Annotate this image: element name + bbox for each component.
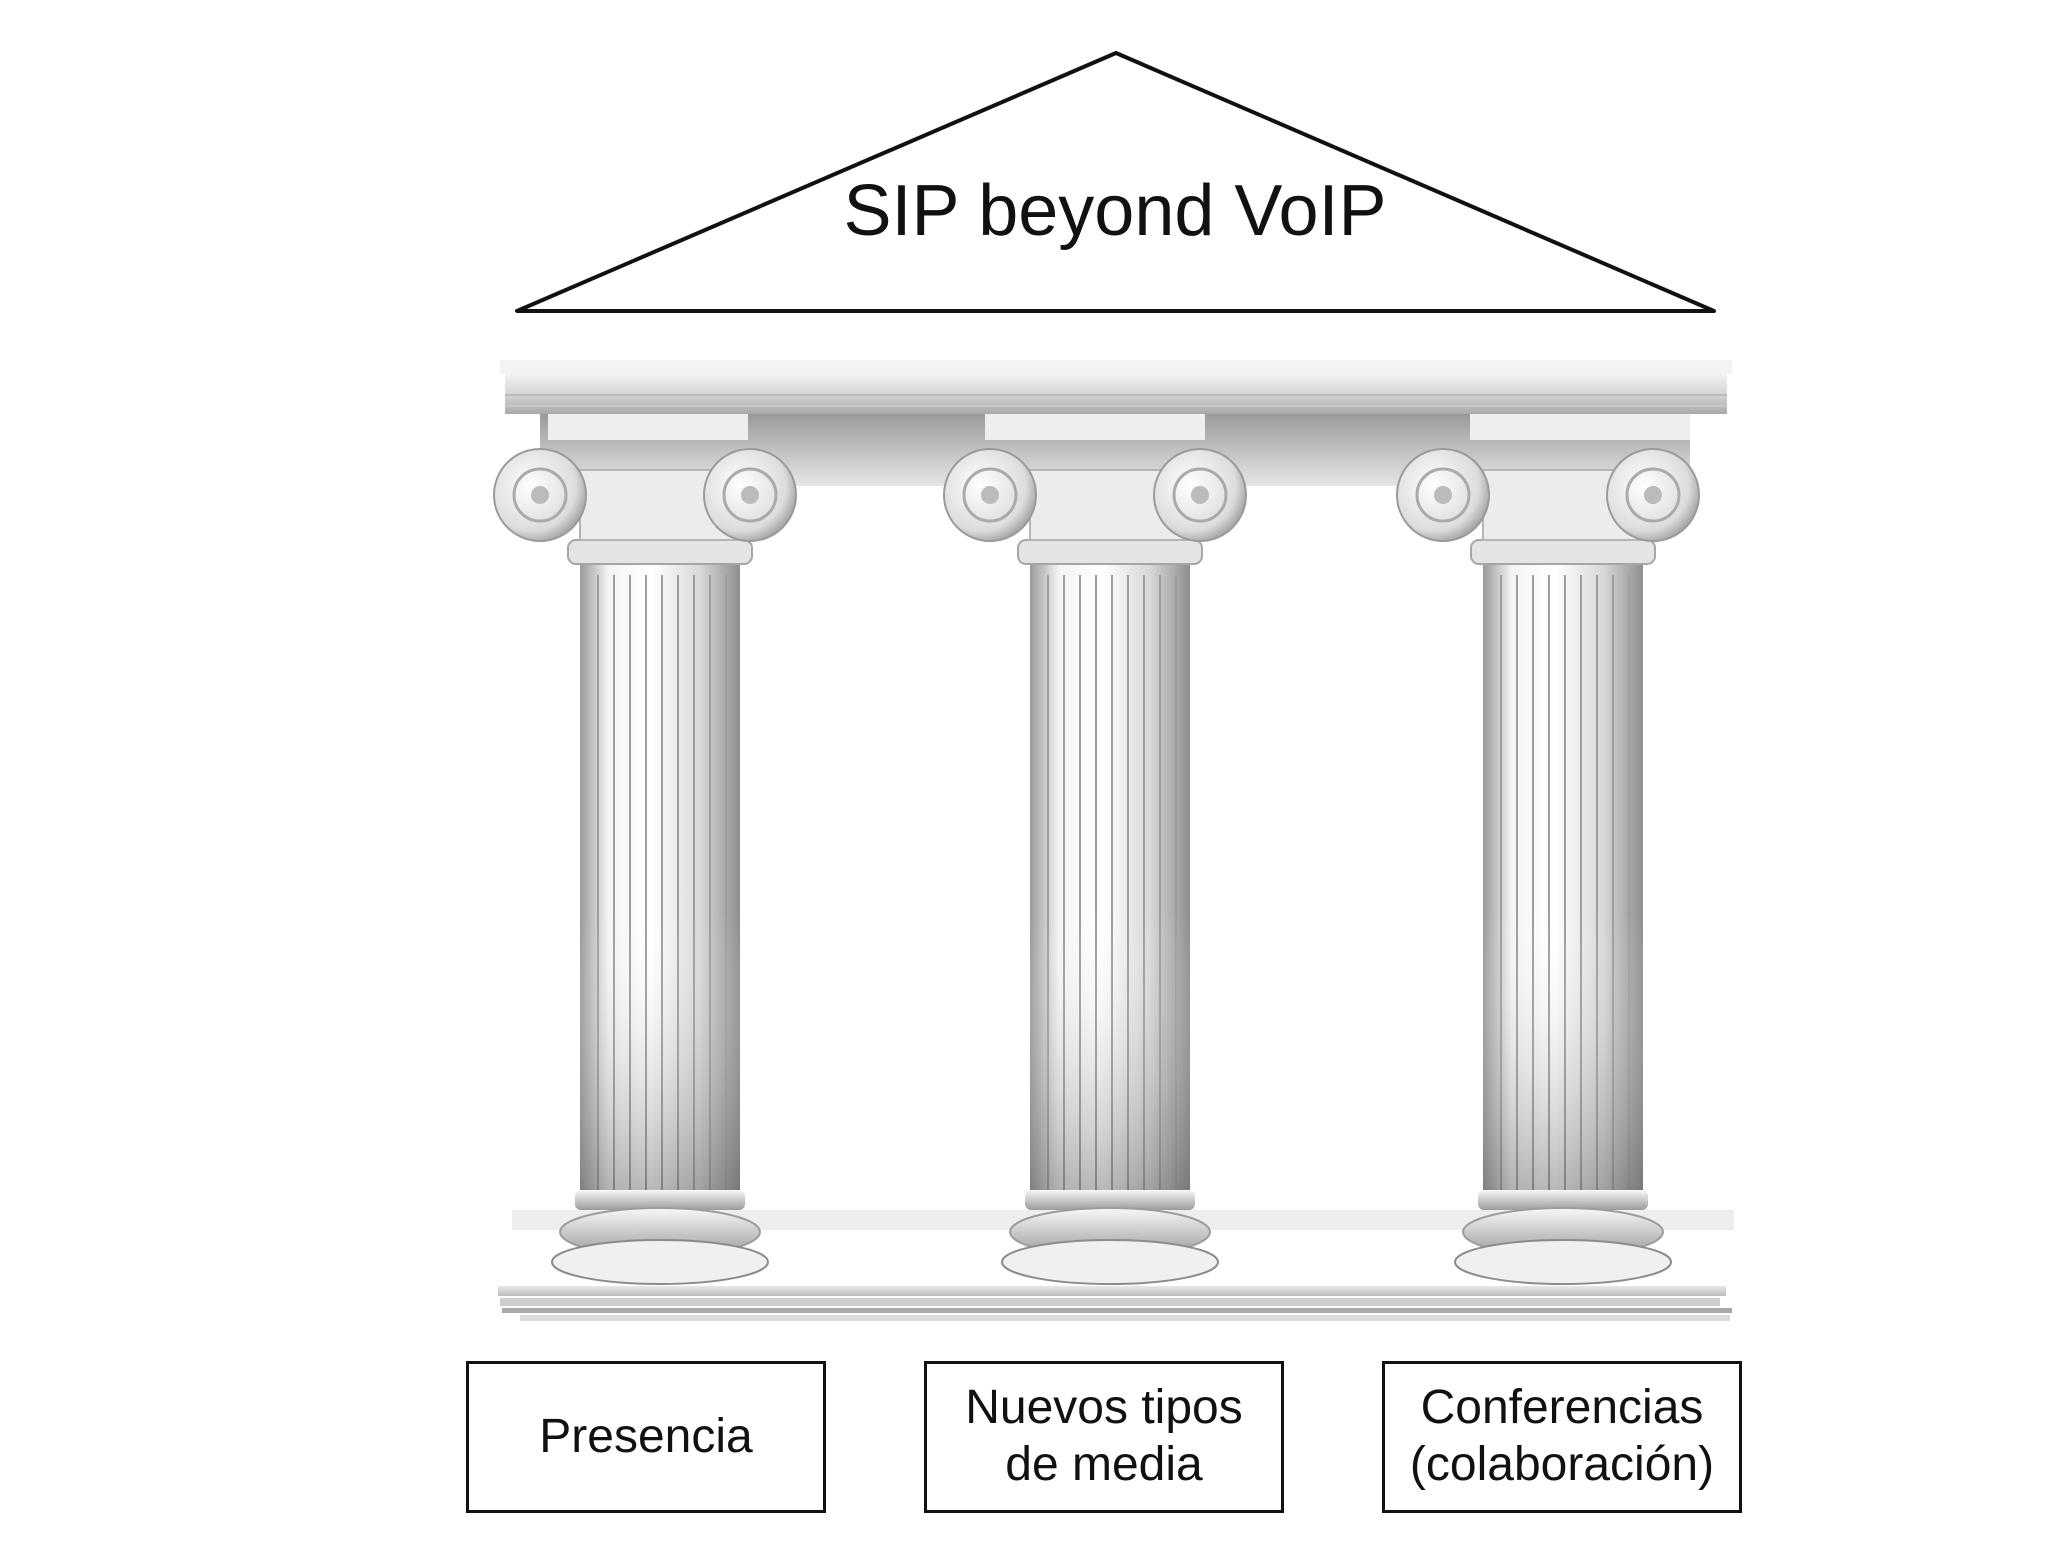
pediment-triangle xyxy=(515,51,1716,313)
pillar-label-box-3: Conferencias (colaboración) xyxy=(1382,1361,1742,1513)
pillar-label-box-1: Presencia xyxy=(466,1361,826,1513)
column-nuevos-tipos-de-media xyxy=(943,448,1247,1285)
diagram-title: SIP beyond VoIP xyxy=(843,171,1387,251)
pillar-label-presencia: Presencia xyxy=(539,1409,753,1463)
entablature xyxy=(500,360,1732,486)
pillar-label-nuevos-tipos-de-media: Nuevos tipos de media xyxy=(965,1381,1243,1491)
column-presencia xyxy=(493,448,797,1285)
pillar-label-box-2: Nuevos tipos de media xyxy=(924,1361,1284,1513)
column-conferencias xyxy=(1396,448,1700,1285)
pillar-label-conferencias: Conferencias (colaboración) xyxy=(1409,1381,1715,1491)
